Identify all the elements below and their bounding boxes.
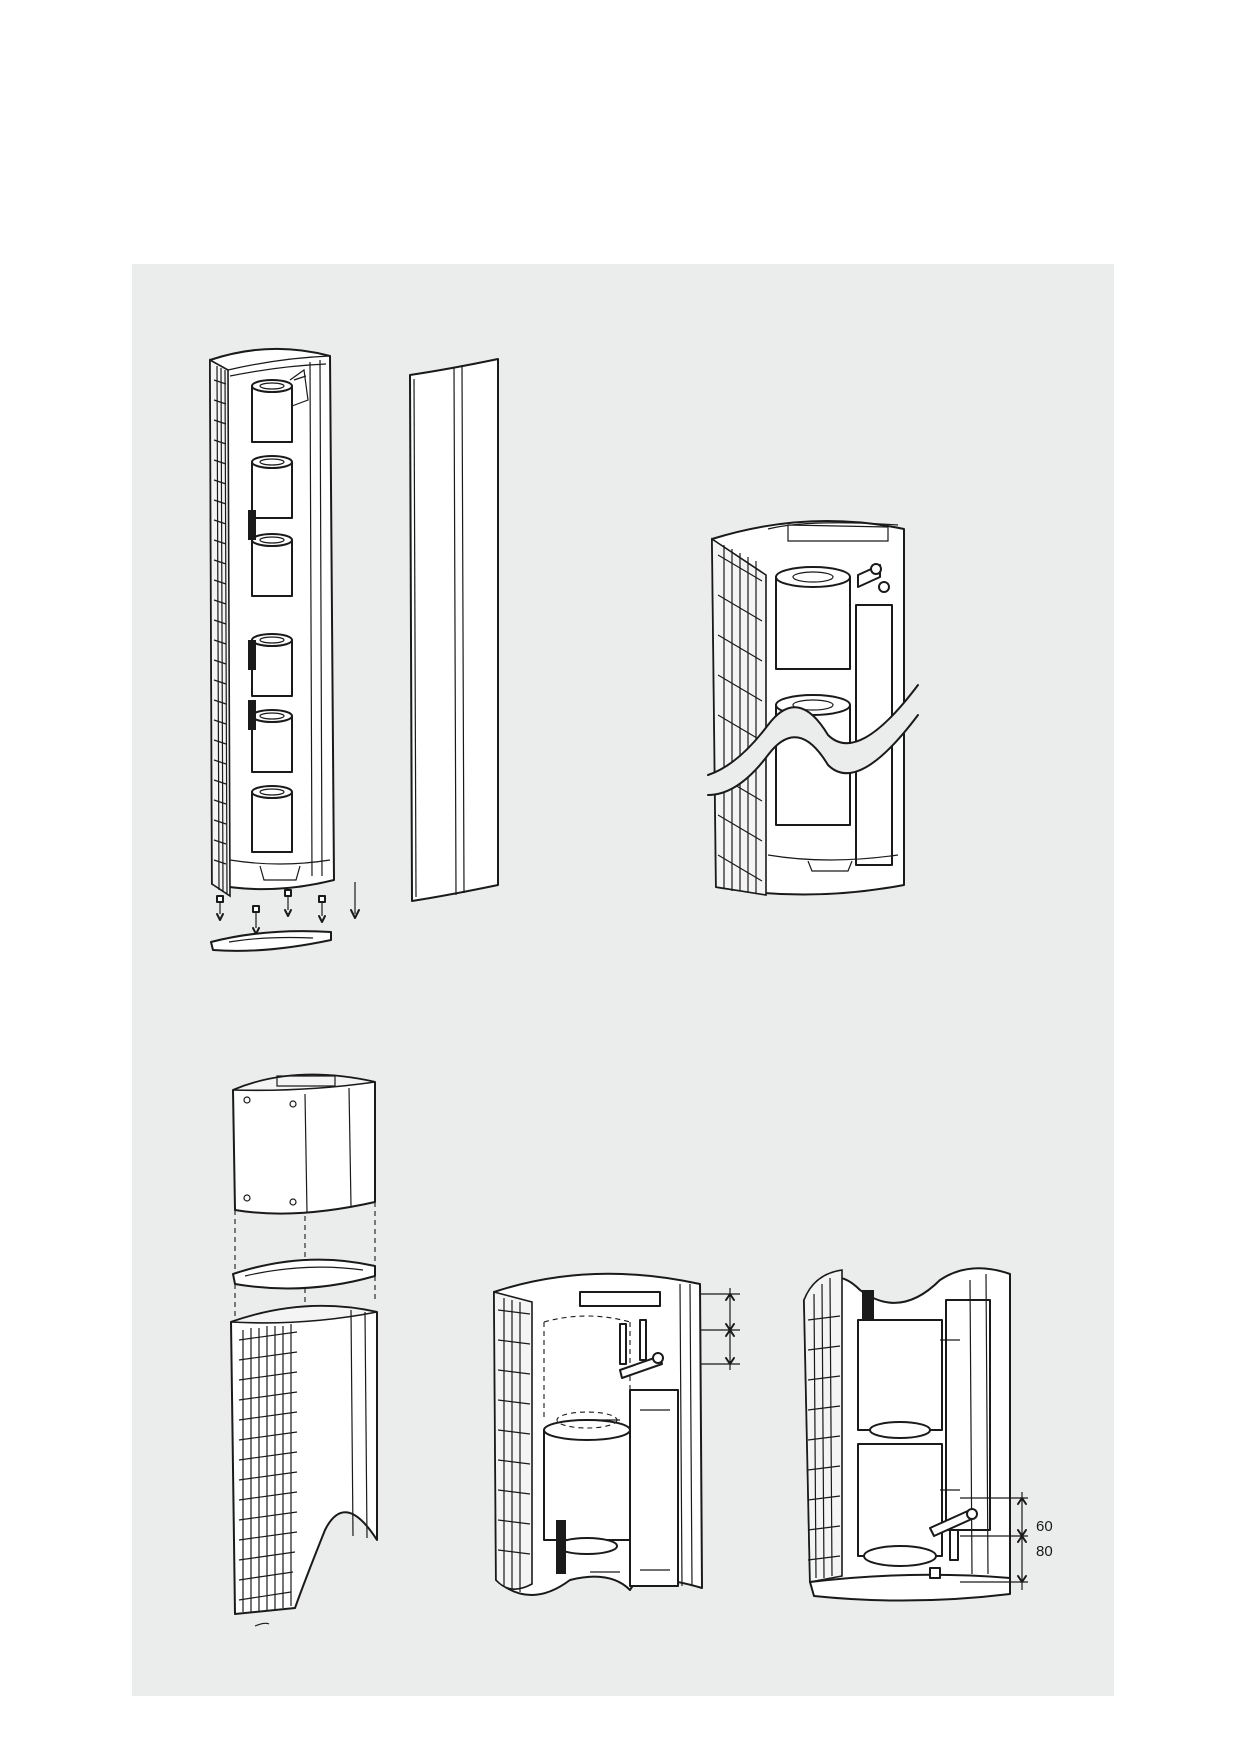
figure-pipe-connection [493,1272,740,1596]
gasket [232,1258,376,1290]
fan-stack [251,379,293,853]
top-module [232,1073,376,1215]
figure-bottom-dimensions [803,1267,1028,1602]
figure-exploded-assembly [230,1073,378,1627]
figure-unit-open [209,347,335,898]
lower-column [230,1304,378,1615]
dimension-label-60: 60 [1036,1518,1053,1535]
fan-stack [543,1419,631,1555]
figure-unit-section [707,520,919,896]
screw-icon [216,889,326,935]
screws-and-base-plate [210,882,360,952]
dimension-label-80: 80 [1036,1543,1053,1560]
front-cover-panel [409,358,499,902]
side-grille [213,365,228,895]
fan-stack [857,1319,943,1567]
